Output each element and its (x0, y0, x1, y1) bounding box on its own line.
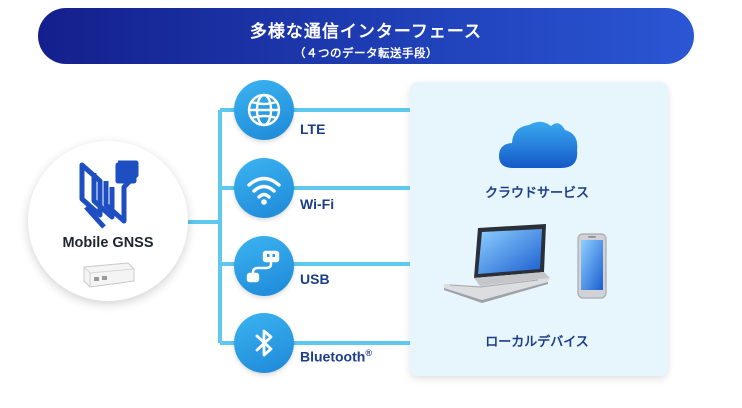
wifi-icon-button (234, 158, 294, 218)
bluetooth-label: Bluetooth® (300, 348, 372, 365)
usb-icon (246, 250, 280, 283)
hub-label: Mobile GNSS (62, 235, 154, 251)
header-subtitle: （４つのデータ転送手段） (294, 48, 438, 60)
laptop-icon (444, 224, 550, 303)
usb-icon-button (234, 236, 294, 296)
bluetooth-icon (255, 329, 273, 357)
lte-label: LTE (300, 121, 326, 137)
wifi-icon (247, 176, 281, 205)
smartphone-icon (577, 233, 607, 299)
header-banner: 多様な通信インターフェース （４つのデータ転送手段） (38, 8, 694, 64)
bluetooth-label-text: Bluetooth (300, 348, 366, 365)
wifi-label: Wi-Fi (300, 196, 335, 212)
header-title: 多様な通信インターフェース (249, 22, 483, 41)
cloud-service-label: クラウドサービス (484, 185, 589, 200)
usb-label: USB (300, 271, 330, 287)
cloud-icon (499, 121, 578, 168)
globe-icon (247, 93, 281, 127)
local-device-label: ローカルデバイス (485, 334, 589, 349)
bluetooth-icon-button (234, 313, 294, 373)
lte-icon-button (234, 80, 294, 140)
gnss-receiver-device-icon (83, 262, 135, 288)
mobile-gnss-logo-icon (79, 160, 139, 229)
mobile-gnss-hub: Mobile GNSS (28, 141, 188, 301)
registered-mark: ® (365, 348, 372, 358)
